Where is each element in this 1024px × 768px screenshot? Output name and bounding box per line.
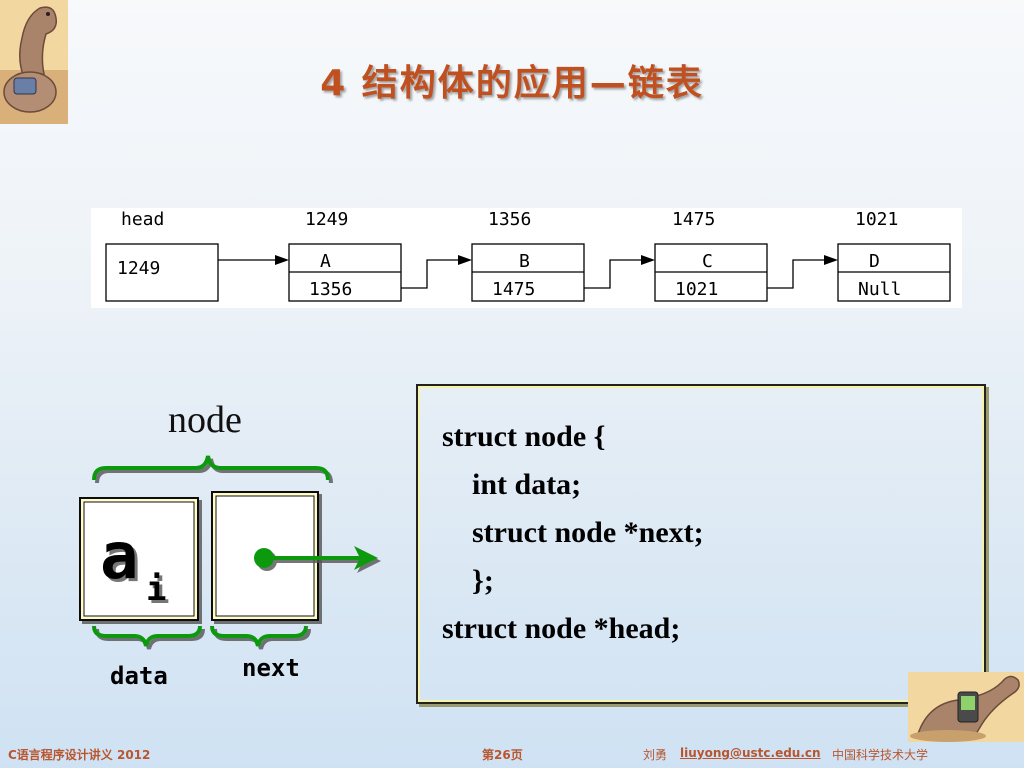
node-next-d: Null [858, 279, 901, 300]
node-box-b: B 1475 [471, 243, 585, 302]
data-label: data [110, 662, 168, 690]
dinosaur-logo-icon [0, 0, 68, 124]
head-label: head [121, 209, 164, 230]
code-line-3: struct node *next; [442, 516, 704, 549]
dinosaur-computer-icon [908, 672, 1024, 742]
head-value: 1249 [117, 258, 160, 279]
data-subscript: i [146, 569, 166, 609]
node-illustration: a i data next [79, 455, 378, 690]
node-address-c: 1475 [672, 209, 715, 230]
node-data-c: C [702, 251, 713, 272]
node-address-d: 1021 [855, 209, 898, 230]
data-symbol: a [100, 520, 139, 594]
node-box-d: D Null [837, 243, 951, 302]
data-brace [92, 625, 202, 647]
node-data-a: A [320, 251, 331, 272]
head-box [105, 243, 219, 302]
next-label: next [242, 654, 300, 682]
code-box [416, 384, 986, 704]
code-line-4: }; [442, 564, 494, 597]
node-address-b: 1356 [488, 209, 531, 230]
code-line-2: int data; [442, 468, 582, 501]
footer-email-wrap: liuyong@ustc.edu.cn [680, 746, 821, 760]
footer-page: 第26页 [482, 748, 523, 762]
node-data-d: D [869, 251, 880, 272]
node-box-c: C 1021 [654, 243, 768, 302]
footer-email-link[interactable]: liuyong@ustc.edu.cn [680, 746, 821, 760]
linked-list-diagram: head 1249 1356 1475 1021 1249 A 1356 B 1… [91, 208, 962, 308]
node-box-a: A 1356 [288, 243, 402, 302]
node-next-c: 1021 [675, 279, 718, 300]
next-brace [210, 625, 308, 647]
node-next-b: 1475 [492, 279, 535, 300]
node-data-b: B [519, 251, 530, 272]
arrow-heads [275, 255, 838, 265]
next-pointer-arrow [254, 546, 378, 570]
node-label: node [168, 399, 242, 441]
footer-author: 刘勇 [643, 748, 668, 762]
pointer-arrows [218, 259, 826, 289]
node-address-a: 1249 [305, 209, 348, 230]
footer-course: C语言程序设计讲义 2012 [8, 748, 151, 762]
node-next-a: 1356 [309, 279, 352, 300]
slide-title: 4 结构体的应用—链表 [320, 63, 704, 104]
node-brace-top [92, 455, 330, 481]
code-line-1: struct node { [442, 420, 606, 453]
footer-university: 中国科学技术大学 [832, 748, 929, 762]
code-line-5: struct node *head; [442, 612, 681, 645]
